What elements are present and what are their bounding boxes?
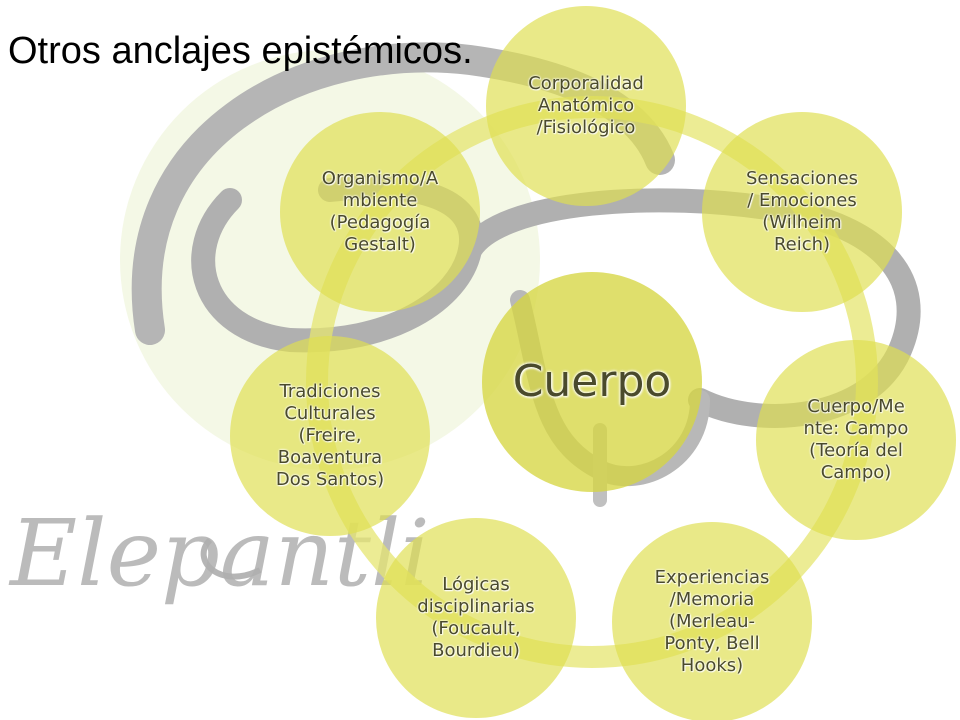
node-logicas: Lógicas disciplinarias (Foucault, Bourdi… (376, 518, 576, 718)
node-tradiciones: Tradiciones Culturales (Freire, Boaventu… (230, 336, 430, 536)
node-sensaciones: Sensaciones / Emociones (Wilheim Reich) (702, 112, 902, 312)
node-label: Organismo/A mbiente (Pedagogía Gestalt) (321, 168, 439, 255)
node-corporalidad: Corporalidad Anatómico /Fisiológico (486, 6, 686, 206)
node-label: Corporalidad Anatómico /Fisiológico (528, 73, 644, 138)
node-label: Tradiciones Culturales (Freire, Boaventu… (275, 381, 385, 490)
center-node-cuerpo: Cuerpo (482, 272, 702, 492)
node-label: Cuerpo/Me nte: Campo (Teoría del Campo) (803, 396, 909, 483)
logo-swirl (200, 537, 262, 580)
slide-title: Otros anclajes epistémicos. (8, 30, 473, 72)
node-organismo: Organismo/A mbiente (Pedagogía Gestalt) (280, 112, 480, 312)
node-experiencias: Experiencias /Memoria (Merleau- Ponty, B… (612, 522, 812, 720)
node-label: Experiencias /Memoria (Merleau- Ponty, B… (654, 567, 770, 676)
node-cuerpo-mente: Cuerpo/Me nte: Campo (Teoría del Campo) (756, 340, 956, 540)
node-label: Sensaciones / Emociones (Wilheim Reich) (745, 168, 859, 255)
center-node-label: Cuerpo (512, 356, 672, 407)
node-label: Lógicas disciplinarias (Foucault, Bourdi… (417, 574, 535, 661)
